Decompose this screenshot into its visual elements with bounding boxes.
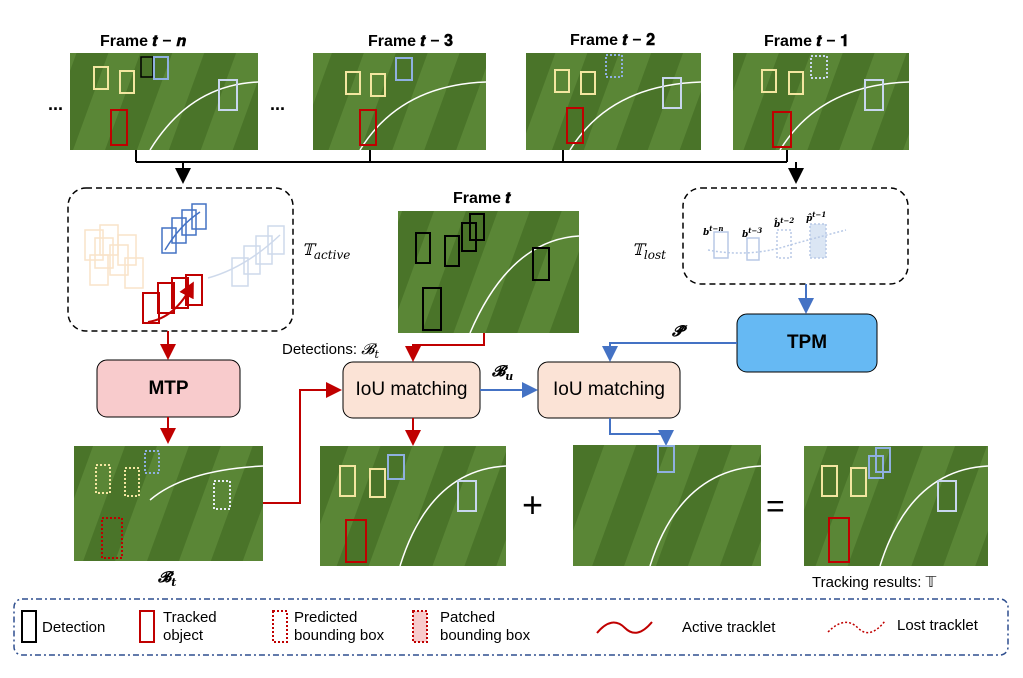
iou2-output-image: [573, 445, 762, 567]
mtp-output-image: [74, 446, 264, 561]
frame-t-image: [398, 211, 580, 334]
mtp-label: MTP: [148, 378, 189, 399]
ellipsis-left: ...: [48, 94, 64, 114]
frame-t-minus-2-image: [526, 53, 702, 151]
frame-title-t-minus-n: Frame 𝒕 − 𝒏: [100, 33, 186, 50]
unmatched-detections-label: 𝓑u: [492, 362, 514, 383]
legend-active-line: [596, 621, 653, 634]
predicted-set-label: 𝓟̂: [672, 322, 683, 340]
frame-t-minus-3-image: [313, 53, 487, 151]
tpm-label: TPM: [786, 332, 828, 353]
lost-tracklets-box: [682, 187, 909, 285]
iou1-output-image: [320, 446, 507, 567]
lost-set-label: 𝕋lost: [632, 240, 666, 263]
frame-title-t-minus-2: Frame 𝒕 − 𝟐: [570, 32, 656, 49]
legend-predicted-swatch: [272, 610, 288, 643]
lost-box-label-4: p̂t−1: [806, 210, 827, 224]
legend-detection-swatch: [21, 610, 37, 643]
legend-tracked-swatch: [139, 610, 155, 643]
legend-lost-line: [827, 620, 886, 634]
frame-title-t-minus-1: Frame 𝒕 − 𝟏: [764, 33, 850, 50]
flow-arrows: [160, 284, 814, 504]
tracking-results-image: [804, 446, 989, 567]
active-tracklets-box: [67, 187, 294, 332]
frame-t-minus-1-image: [733, 53, 910, 151]
plus-sign: +: [522, 484, 544, 525]
iou-matching-label-2: IoU matching: [553, 379, 665, 400]
iou-matching-label-1: IoU matching: [355, 379, 468, 400]
ellipsis-middle: ...: [270, 94, 286, 114]
frame-t-minus-n-image: [70, 53, 259, 151]
patched-boxes-label: 𝓑̂t: [158, 568, 177, 589]
legend-detection-label: Detection: [42, 619, 106, 636]
lost-box-label-2: bt−3: [742, 226, 763, 240]
lost-box-label-3: b̂t−2: [774, 216, 795, 230]
lost-box-label-1: bt−n: [703, 224, 724, 238]
equals-sign: =: [766, 488, 785, 524]
legend-patched-swatch: [412, 610, 428, 643]
frames-connector: [135, 150, 804, 184]
legend-box: [13, 598, 1009, 656]
detections-label: Detections: 𝓑t: [282, 340, 379, 361]
tracking-results-label: Tracking results: 𝕋: [812, 574, 937, 591]
legend-lost-label: Lost tracklet: [897, 617, 978, 634]
frame-title-t: Frame 𝒕: [453, 190, 511, 207]
active-set-label: 𝕋active: [302, 240, 351, 263]
frame-title-t-minus-3: Frame 𝒕 − 𝟑: [368, 33, 454, 50]
legend-active-label: Active tracklet: [682, 619, 776, 636]
